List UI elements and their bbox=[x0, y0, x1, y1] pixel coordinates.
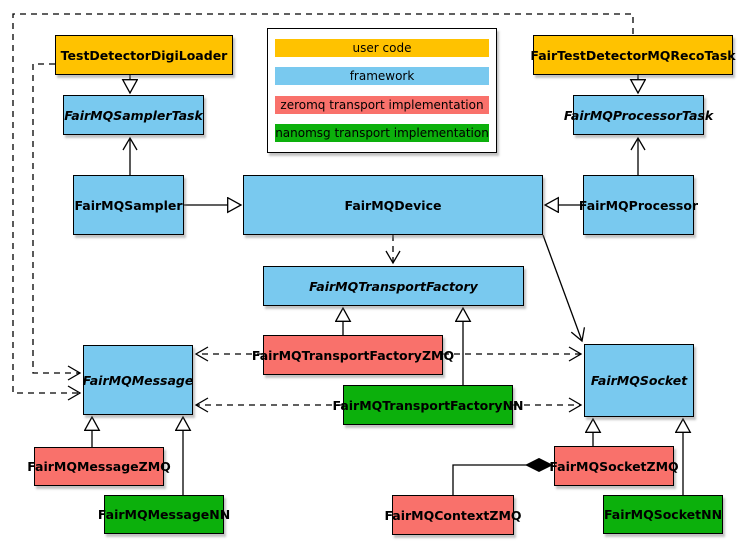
class-box-fairmqtransportfactoryzmq: FairMQTransportFactoryZMQ bbox=[252, 335, 454, 375]
class-box-fairmqprocessor: FairMQProcessor bbox=[579, 175, 698, 235]
class-box-fairtestdetectormqrecotask: FairTestDetectorMQRecoTask bbox=[530, 35, 736, 75]
legend-item-user-code: user code bbox=[275, 39, 489, 58]
class-box-fairmqmessagenn: FairMQMessageNN bbox=[98, 495, 230, 534]
class-box-fairmqsamplertask: FairMQSamplerTask bbox=[63, 95, 204, 135]
class-box-fairmqsocketzmq: FairMQSocketZMQ bbox=[549, 446, 679, 486]
class-box-fairmqsocket: FairMQSocket bbox=[584, 344, 694, 417]
class-box-fairmqdevice: FairMQDevice bbox=[243, 175, 543, 235]
class-box-testdetectordigiloader: TestDetectorDigiLoader bbox=[55, 35, 233, 75]
class-box-fairmqmessage: FairMQMessage bbox=[83, 345, 193, 415]
class-box-fairmqprocessortask: FairMQProcessorTask bbox=[564, 95, 713, 135]
class-box-fairmqcontextzmq: FairMQContextZMQ bbox=[384, 495, 522, 535]
class-box-fairmqtransportfactory: FairMQTransportFactory bbox=[263, 266, 524, 306]
legend-item-framework: framework bbox=[275, 67, 489, 86]
composition-socketzmq-contextzmq bbox=[452, 465, 552, 495]
legend-item-nanomsg: nanomsg transport implementation bbox=[275, 123, 489, 142]
dependency-tddl-to-message bbox=[32, 63, 82, 381]
class-box-fairmqtransportfactorynn: FairMQTransportFactoryNN bbox=[333, 385, 524, 425]
class-box-fairmqmessagezmq: FairMQMessageZMQ bbox=[27, 447, 171, 486]
legend-item-zeromq: zeromq transport implementation bbox=[275, 95, 489, 114]
class-box-fairmqsampler: FairMQSampler bbox=[73, 175, 184, 235]
class-box-fairmqsocketnn: FairMQSocketNN bbox=[603, 495, 723, 534]
arrow-device-to-socket bbox=[542, 234, 586, 343]
dependency-recotask-to-message bbox=[12, 13, 634, 401]
legend: user code framework zeromq transport imp… bbox=[267, 28, 497, 153]
